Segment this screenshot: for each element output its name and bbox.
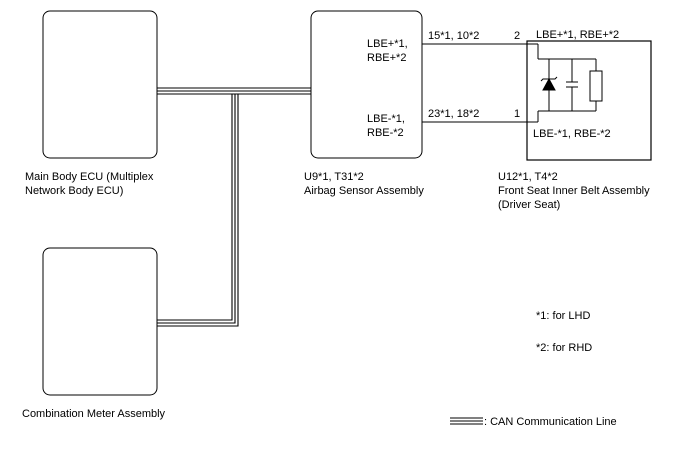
lower-wire-sensor-pins: 23*1, 18*2 — [428, 108, 479, 120]
upper-wire-sensor-pins: 15*1, 10*2 — [428, 30, 479, 42]
front-seat-belt-label-line1: Front Seat Inner Belt Assembly — [498, 185, 650, 197]
belt-terminal-upper: LBE+*1, RBE+*2 — [536, 29, 619, 41]
airbag-pin-lower-line1: LBE-*1, — [367, 113, 405, 125]
airbag-pin-upper-line2: RBE+*2 — [367, 52, 406, 64]
belt-internal-circuit — [527, 43, 603, 123]
can-line-legend-label: : CAN Communication Line — [484, 416, 617, 428]
main-body-ecu-label-line2: Network Body ECU) — [25, 185, 123, 197]
airbag-sensor-label: Airbag Sensor Assembly — [304, 185, 424, 197]
lower-wire-belt-pin: 1 — [514, 108, 520, 120]
front-seat-belt-box — [526, 40, 652, 161]
note-rhd: *2: for RHD — [536, 342, 592, 354]
main-body-ecu-box — [42, 10, 158, 159]
combination-meter-label: Combination Meter Assembly — [22, 408, 166, 420]
airbag-sensor-box — [310, 10, 423, 159]
combination-meter-box — [42, 247, 158, 396]
airbag-pin-lower-line2: RBE-*2 — [367, 127, 404, 139]
airbag-sensor-id: U9*1, T31*2 — [304, 171, 364, 183]
belt-terminal-lower: LBE-*1, RBE-*2 — [533, 128, 611, 140]
front-seat-belt-label-line2: (Driver Seat) — [498, 199, 560, 211]
airbag-pin-upper-line1: LBE+*1, — [367, 38, 408, 50]
signal-wires — [422, 43, 527, 123]
note-lhd: *1: for LHD — [536, 310, 590, 322]
can-line-legend-symbol — [450, 417, 483, 425]
can-bus — [157, 87, 311, 327]
zener-diode-icon — [540, 76, 558, 91]
front-seat-belt-id: U12*1, T4*2 — [498, 171, 558, 183]
upper-wire-belt-pin: 2 — [514, 30, 520, 42]
main-body-ecu-label-line1: Main Body ECU (Multiplex — [25, 171, 154, 183]
